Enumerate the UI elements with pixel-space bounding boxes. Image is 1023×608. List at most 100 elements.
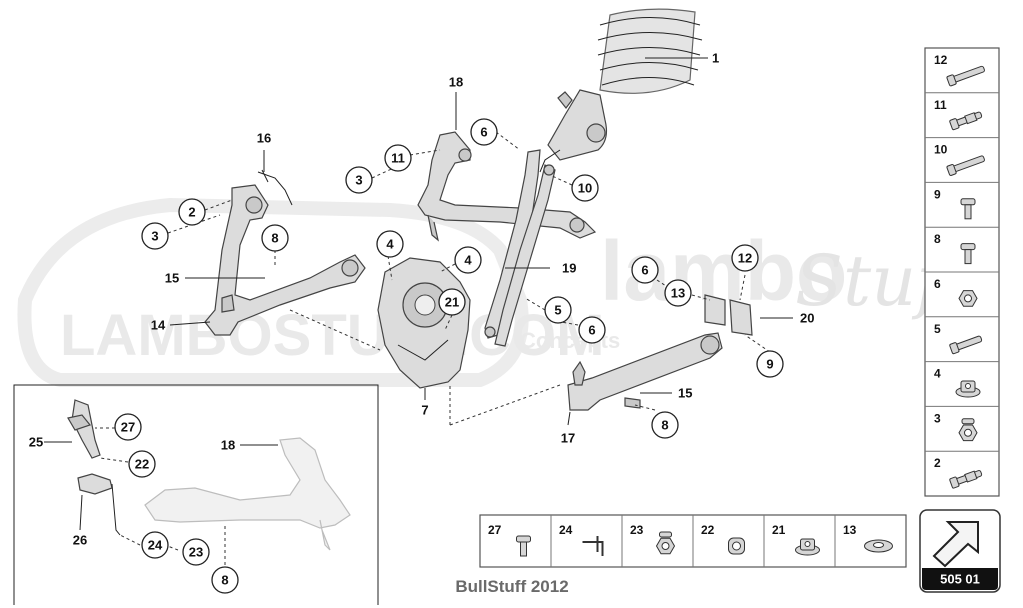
inset-callout-27: 27 (114, 413, 142, 441)
svg-text:12: 12 (738, 251, 752, 266)
label-19: 19 (562, 261, 576, 276)
svg-text:9: 9 (766, 357, 773, 372)
svg-text:21: 21 (445, 295, 459, 310)
diagram-number: 505 01 (940, 572, 980, 587)
svg-text:6: 6 (641, 263, 648, 278)
legend-right-number: 4 (934, 367, 941, 381)
inset-callout-23: 23 (182, 538, 210, 566)
callout-6-mid: 6 (578, 316, 606, 344)
label-16: 16 (257, 131, 271, 146)
legend-bottom-item: 23 (621, 515, 676, 567)
inset-callout-8: 8 (211, 566, 239, 594)
callout-8-left: 8 (261, 224, 289, 252)
diagram-number-box: 505 01 (919, 509, 1001, 593)
svg-text:8: 8 (661, 418, 668, 433)
legend-bottom-number: 21 (772, 523, 786, 537)
legend-right-number: 8 (934, 232, 941, 246)
callout-13: 13 (664, 279, 692, 307)
inset-callouts: 27 25 22 18 26 24 23 8 (29, 413, 239, 594)
label-14: 14 (151, 318, 166, 333)
legend-bottom-item: 24 (550, 515, 604, 567)
svg-text:27: 27 (121, 420, 135, 435)
svg-text:4: 4 (386, 237, 394, 252)
legend-bottom-number: 27 (488, 523, 502, 537)
svg-text:3: 3 (355, 173, 362, 188)
leader-lines (44, 92, 793, 565)
arrow-icon (932, 521, 979, 568)
legend-right-number: 2 (934, 456, 941, 470)
callout-5: 5 (544, 296, 572, 324)
legend-right-number: 6 (934, 277, 941, 291)
inset-panel (13, 384, 379, 605)
svg-text:11: 11 (391, 151, 405, 166)
legend-bottom-number: 22 (701, 523, 715, 537)
legend-right-item: 8 (925, 226, 999, 265)
svg-text:2: 2 (188, 205, 195, 220)
svg-text:6: 6 (588, 323, 595, 338)
callout-9: 9 (756, 350, 784, 378)
svg-text:5: 5 (554, 303, 561, 318)
callout-3-lower: 3 (141, 222, 169, 250)
footer-credit: BullStuff 2012 (455, 577, 568, 596)
legend-right-number: 10 (934, 143, 948, 157)
svg-text:4: 4 (464, 253, 472, 268)
watermark-car-silhouette (17, 197, 529, 387)
legend-right-item: 12 (934, 53, 985, 87)
inset-label-18: 18 (221, 438, 235, 453)
callout-11: 11 (384, 144, 412, 172)
svg-text:24: 24 (148, 538, 163, 553)
flange-nut-icon (955, 380, 981, 398)
shock-absorber (539, 8, 708, 173)
diagram-number-bar (922, 568, 998, 590)
label-7: 7 (421, 403, 428, 418)
label-20: 20 (800, 311, 814, 326)
callout-2: 2 (178, 198, 206, 226)
label-1: 1 (712, 51, 719, 66)
legend-right-item: 5 (925, 316, 999, 355)
long-bolt-icon (946, 65, 985, 87)
upper-wishbone (417, 131, 597, 242)
inset-callout-24: 24 (141, 531, 169, 559)
svg-text:13: 13 (671, 286, 685, 301)
legend-right-number: 9 (934, 187, 941, 201)
long-bolt-icon (946, 155, 985, 176)
callouts: 1 18 6 11 3 10 16 2 3 8 15 14 4 4 21 19 … (141, 51, 814, 446)
legend-bottom-number: 13 (843, 523, 857, 537)
legend-right-number: 12 (934, 53, 948, 67)
bushing-icon (728, 537, 745, 555)
svg-text:10: 10 (578, 181, 592, 196)
legend-bottom: 27 24 23 22 21 13 (479, 514, 907, 568)
screw-icon (516, 535, 531, 557)
legend-right-item: 9 (925, 181, 999, 220)
svg-text:3: 3 (151, 229, 158, 244)
legend-right-item: 4 (925, 361, 999, 398)
sleeve-bolt-icon (949, 470, 983, 489)
inset-callout-22: 22 (128, 450, 156, 478)
svg-text:8: 8 (271, 231, 278, 246)
svg-text:23: 23 (189, 545, 203, 560)
callout-3-upper: 3 (345, 166, 373, 194)
hex-bolt-icon (949, 335, 983, 355)
legend-bottom-number: 23 (630, 523, 644, 537)
legend-right-number: 11 (934, 98, 947, 112)
legend-bottom-item: 21 (763, 515, 820, 567)
callout-10: 10 (571, 174, 599, 202)
legend-right-item: 11 (925, 92, 999, 131)
inset-label-25: 25 (29, 435, 43, 450)
legend-bottom-item: 27 (488, 523, 531, 557)
hex-nut-icon (958, 290, 978, 307)
callout-4-left: 4 (376, 230, 404, 258)
hub-carrier (377, 257, 471, 389)
inset-label-26: 26 (73, 533, 87, 548)
legend-right-item: 6 (925, 271, 999, 307)
label-15-right: 15 (678, 386, 692, 401)
lower-wishbone (204, 169, 366, 336)
long-link (484, 149, 556, 347)
legend-right-item: 10 (925, 137, 999, 176)
svg-text:8: 8 (221, 573, 228, 588)
legend-right-number: 5 (934, 322, 941, 336)
legend-bottom-item: 22 (692, 515, 745, 567)
legend-bottom-item: 13 (834, 515, 893, 567)
